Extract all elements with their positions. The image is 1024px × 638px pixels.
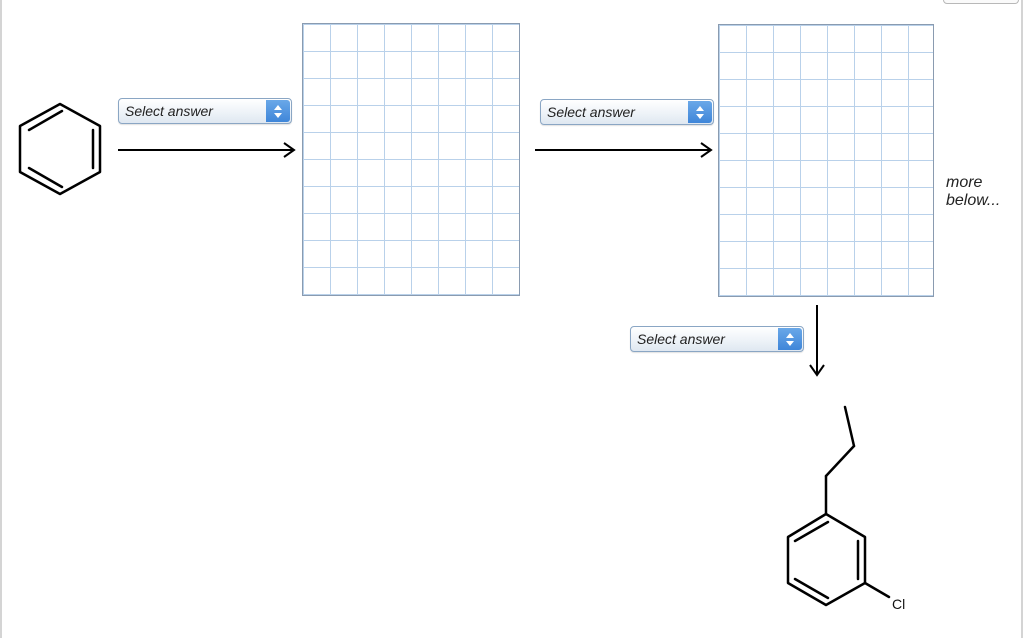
- drawing-area-2[interactable]: [718, 24, 934, 297]
- select-arrows-icon: [266, 100, 290, 122]
- reagent-select-3[interactable]: Select answer: [630, 326, 804, 352]
- reagent-select-1-label: Select answer: [125, 103, 213, 119]
- reagent-select-3-label: Select answer: [637, 331, 725, 347]
- reaction-arrow-2: [535, 142, 713, 158]
- frame-left-border: [0, 0, 2, 638]
- more-below-hint: more below...: [946, 174, 1001, 209]
- reagent-select-2[interactable]: Select answer: [540, 99, 714, 125]
- reagent-select-1[interactable]: Select answer: [118, 98, 292, 124]
- reaction-arrow-1: [118, 142, 296, 158]
- product-structure: [786, 405, 891, 607]
- drawing-area-1[interactable]: [302, 23, 520, 296]
- chloro-label: Cl: [892, 596, 906, 612]
- reaction-arrow-3: [809, 305, 825, 377]
- frame-right-border: [1021, 0, 1023, 638]
- select-arrows-icon: [688, 101, 712, 123]
- benzene-structure: [18, 102, 102, 196]
- reagent-select-2-label: Select answer: [547, 104, 635, 120]
- select-arrows-icon: [778, 328, 802, 350]
